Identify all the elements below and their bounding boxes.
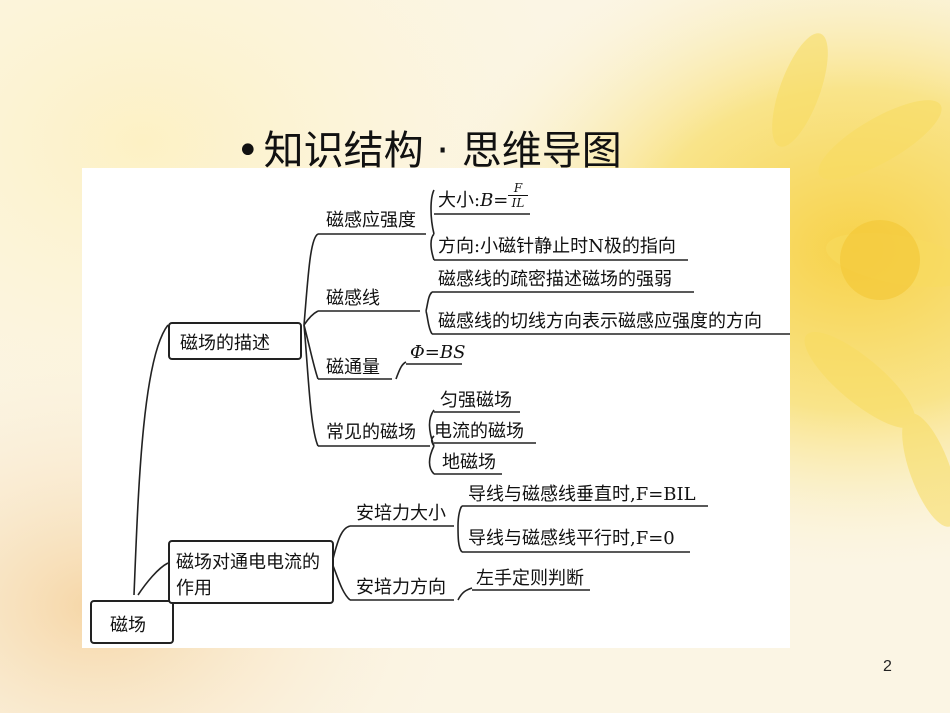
ampere-direction-label: 安培力方向: [356, 577, 446, 598]
slide-title: •知识结构 · 思维导图: [236, 118, 622, 176]
connector-direction-leaf: [457, 587, 473, 601]
connector-branch1-bfield: [303, 233, 319, 326]
bfield-direction: 方向:小磁针静止时N极的指向: [438, 236, 676, 257]
branch-description-label: 磁场的描述: [180, 333, 270, 354]
connector-lines-leaves: [425, 291, 433, 335]
field-lines-label: 磁感线: [326, 288, 380, 309]
magnitude-formula: B=: [480, 190, 509, 211]
ampere-magnitude-item2: 导线与磁感线平行时,F=0: [468, 528, 675, 549]
branch-force-label-line2: 作用: [176, 578, 212, 599]
connector-branch1-common: [303, 324, 319, 447]
ampere-magnitude-item1: 导线与磁感线垂直时,F=BIL: [468, 484, 696, 505]
title-text: 知识结构 · 思维导图: [263, 128, 622, 174]
magnitude-fraction: F IL: [508, 182, 528, 209]
flower-center: [840, 220, 920, 300]
bfield-label: 磁感应强度: [326, 210, 416, 231]
connector-root-branch2: [137, 562, 169, 596]
bfield-magnitude: 大小:B=: [438, 190, 508, 212]
field-lines-item2: 磁感线的切线方向表示磁感应强度的方向: [438, 311, 762, 332]
connector-branch2-direction: [331, 562, 351, 601]
title-bullet: •: [236, 128, 260, 174]
branch-force-node: 磁场对通电电流的 作用: [168, 540, 334, 604]
magnitude-prefix: 大小:: [438, 190, 481, 211]
flux-label: 磁通量: [326, 357, 380, 378]
fraction-denominator: IL: [511, 196, 525, 210]
connector-common-leaves: [428, 409, 435, 475]
root-label: 磁场: [110, 615, 146, 636]
common-fields-label: 常见的磁场: [326, 422, 416, 443]
connector-magnitude-leaves: [457, 505, 463, 553]
branch-force-label-line1: 磁场对通电电流的: [176, 552, 320, 573]
page-number: 2: [883, 658, 892, 675]
common-fields-item3: 地磁场: [442, 452, 496, 473]
common-fields-item1: 匀强磁场: [440, 390, 512, 411]
mind-map: 磁场 磁场的描述 磁感应强度 大小:B= F IL 方向:小磁针静止时N极的指向…: [82, 168, 790, 648]
flux-formula: Φ=BS: [410, 342, 466, 363]
connector-branch2-magnitude: [331, 525, 351, 564]
ampere-direction-item1: 左手定则判断: [476, 568, 584, 589]
connector-branch1-flux: [303, 324, 319, 380]
root-node: 磁场: [90, 600, 174, 644]
connector-root-branch1: [133, 324, 169, 596]
connector-flux-leaf: [395, 361, 407, 380]
branch-description-node: 磁场的描述: [168, 322, 302, 360]
field-lines-item1: 磁感线的疏密描述磁场的强弱: [438, 269, 672, 290]
mind-map-connectors: [133, 189, 790, 601]
fraction-bar: [508, 195, 528, 196]
common-fields-item2: 电流的磁场: [434, 421, 524, 442]
connector-branch1-lines: [303, 310, 319, 326]
ampere-magnitude-label: 安培力大小: [356, 503, 446, 524]
connector-bfield-leaves: [430, 189, 435, 261]
fraction-numerator: F: [513, 181, 523, 195]
